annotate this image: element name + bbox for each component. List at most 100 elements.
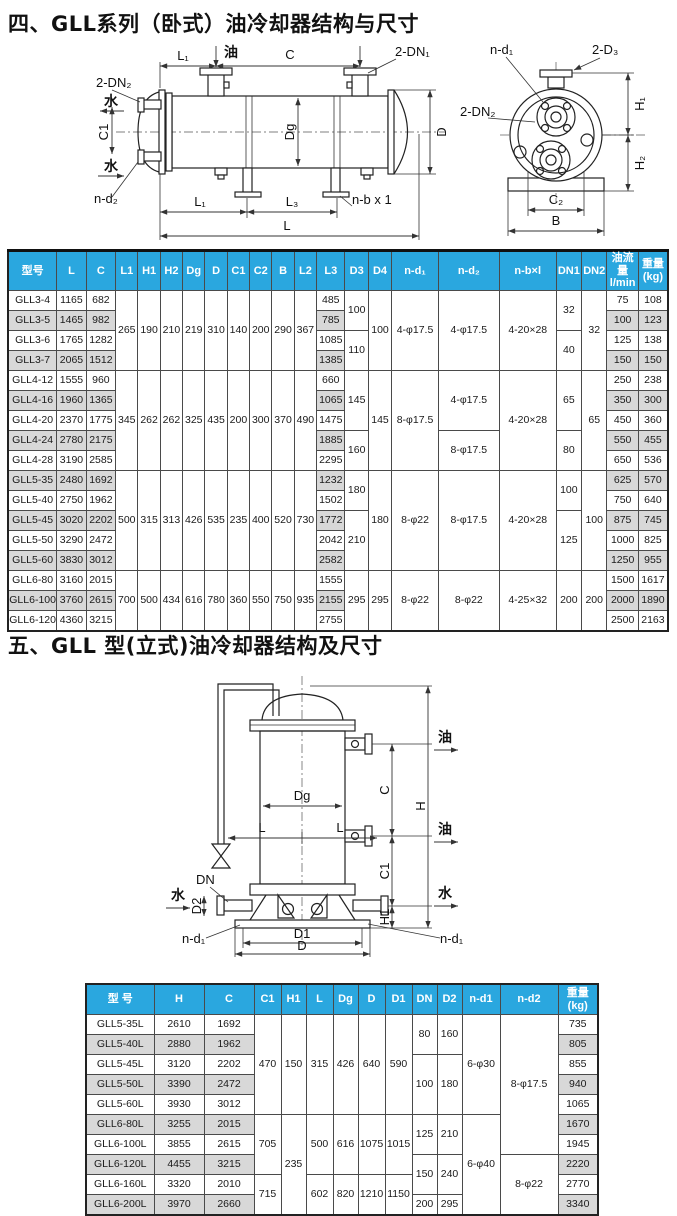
dim-dg: Dg (294, 788, 311, 803)
data-cell: 8-φ22 (391, 569, 439, 632)
data-cell: 313 (159, 469, 184, 571)
data-cell: 2480 (56, 469, 87, 491)
model-cell: GLL5-45L (85, 1054, 155, 1075)
data-cell: 200 (249, 289, 273, 371)
data-cell: 1232 (316, 469, 346, 491)
data-cell: 160 (436, 1014, 463, 1055)
data-cell: 8-φ22 (499, 1154, 559, 1216)
data-cell: 1670 (557, 1114, 599, 1135)
dim-c: C (285, 47, 294, 62)
data-cell: 110 (344, 329, 369, 371)
data-cell: 2755 (316, 609, 346, 632)
data-cell: 315 (305, 1014, 334, 1115)
column-header: L (305, 983, 334, 1015)
data-cell: 682 (85, 289, 117, 311)
column-header: L1 (115, 250, 139, 291)
dim-l-left: L (258, 820, 265, 835)
data-cell: 2015 (85, 569, 117, 591)
data-cell: 520 (271, 469, 295, 571)
data-cell: 3855 (153, 1134, 205, 1155)
model-cell: GLL3-4 (7, 289, 58, 311)
data-cell: 1772 (316, 509, 346, 531)
data-cell: 370 (271, 369, 295, 471)
dim-dg: Dg (282, 124, 297, 141)
model-cell: GLL6-200L (85, 1194, 155, 1216)
data-cell: 1085 (316, 329, 346, 351)
column-header: 重量 (kg) (637, 250, 669, 291)
water-left-label: 水 (171, 887, 186, 903)
data-cell: 3390 (153, 1074, 205, 1095)
column-header: H1 (280, 983, 307, 1015)
column-header: 油流量 l/min (606, 250, 639, 291)
column-header: 重量 (kg) (557, 983, 599, 1015)
data-cell: 360 (226, 569, 251, 632)
data-cell: 2015 (203, 1114, 255, 1135)
column-header: D2 (436, 983, 463, 1015)
dim-l1-top: L₁ (177, 48, 189, 63)
data-cell: 180 (367, 469, 393, 571)
column-header: H1 (137, 250, 161, 291)
data-cell: 535 (204, 469, 228, 571)
data-cell: 1385 (316, 349, 346, 371)
data-cell: 265 (115, 289, 139, 371)
column-header: Dg (332, 983, 359, 1015)
data-cell: 262 (159, 369, 184, 471)
data-cell: 250 (606, 369, 639, 391)
column-header: B (271, 250, 295, 291)
dim-c1: C1 (377, 863, 392, 880)
model-cell: GLL4-24 (7, 429, 58, 451)
horizontal-cooler-drawing: L₁ 油 C 2-DN₁ 2-DN₂ 水 C1 水 n-d₂ Dg D L₁ L… (94, 42, 648, 240)
label-2d3: 2-D₃ (592, 42, 618, 57)
column-header: C1 (226, 250, 251, 291)
column-header: n-b×l (498, 250, 557, 291)
data-cell: 1945 (557, 1134, 599, 1155)
data-cell: 2202 (203, 1054, 255, 1075)
dim-d: D (297, 938, 306, 953)
data-cell: 1512 (85, 349, 117, 371)
data-cell: 3760 (56, 589, 87, 611)
data-cell: 300 (249, 369, 273, 471)
data-cell: 125 (411, 1114, 438, 1155)
data-cell: 150 (637, 349, 669, 371)
data-cell: 3020 (56, 509, 87, 531)
dim-l: L (283, 218, 290, 233)
data-cell: 200 (581, 569, 608, 632)
data-cell: 295 (344, 569, 369, 632)
data-cell: 490 (293, 369, 318, 471)
data-cell: 745 (637, 509, 669, 531)
data-cell: 2750 (56, 489, 87, 511)
data-cell: 3255 (153, 1114, 205, 1135)
data-cell: 450 (606, 409, 639, 431)
data-cell: 100 (555, 469, 583, 511)
data-cell: 2175 (85, 429, 117, 451)
data-cell: 1075 (357, 1114, 386, 1175)
data-cell: 295 (436, 1194, 463, 1216)
model-cell: GLL6-80 (7, 569, 58, 591)
data-cell: 1555 (316, 569, 346, 591)
data-cell: 2615 (85, 589, 117, 611)
data-cell: 1150 (384, 1174, 413, 1216)
data-cell: 550 (606, 429, 639, 451)
model-cell: GLL5-35L (85, 1014, 155, 1035)
data-cell: 6-φ40 (461, 1114, 501, 1216)
column-header: C1 (253, 983, 282, 1015)
label-2dn2: 2-DN₂ (96, 75, 131, 90)
data-cell: 2880 (153, 1034, 205, 1055)
data-cell: 982 (85, 309, 117, 331)
data-cell: 235 (226, 469, 251, 571)
column-header: D1 (384, 983, 413, 1015)
data-cell: 3012 (203, 1094, 255, 1115)
data-cell: 1465 (56, 309, 87, 331)
data-cell: 805 (557, 1034, 599, 1055)
data-cell: 350 (606, 389, 639, 411)
data-cell: 100 (606, 309, 639, 331)
data-cell: 6-φ30 (461, 1014, 501, 1115)
